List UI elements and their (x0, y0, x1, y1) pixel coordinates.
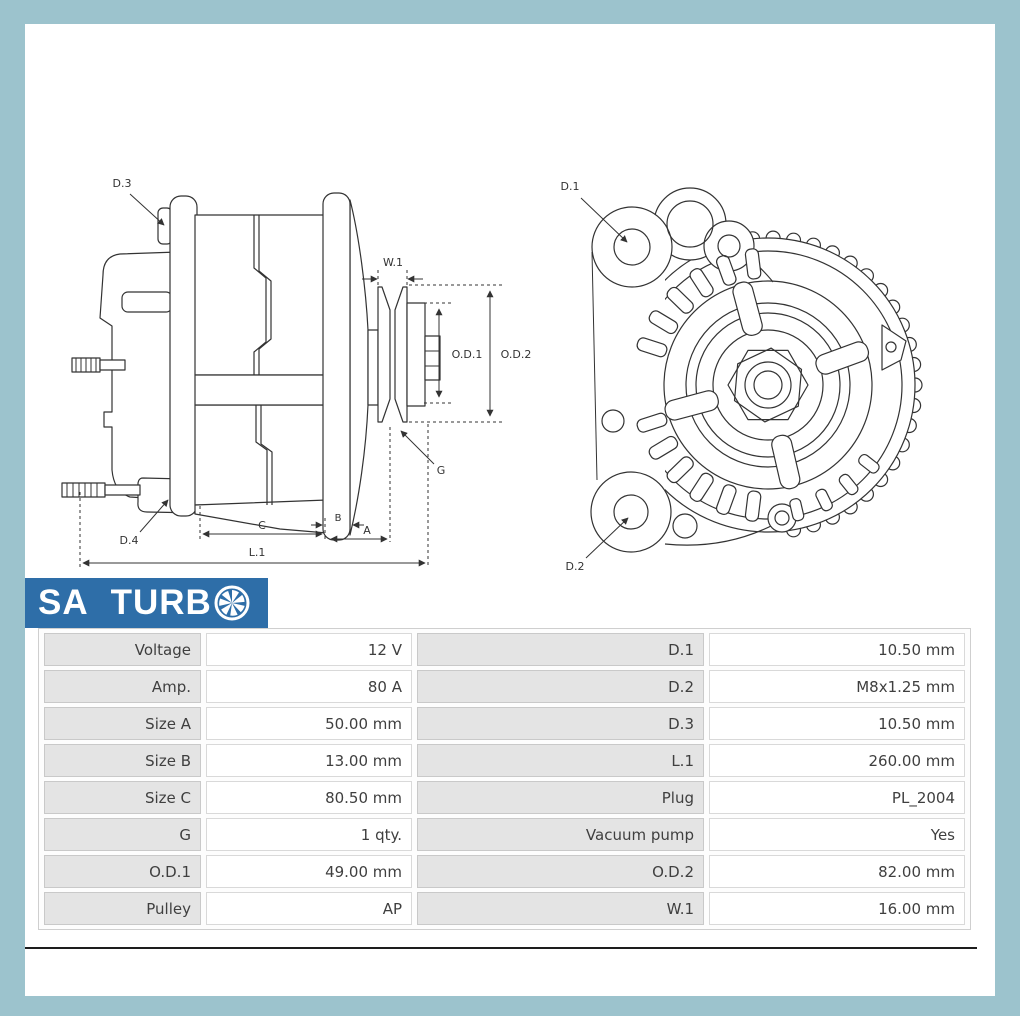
rear-housing-tab (121, 291, 173, 313)
dim-label-w1: W.1 (383, 256, 403, 269)
spec-label-cell: D.3 (417, 707, 704, 740)
turbo-fan-icon (214, 585, 250, 621)
dim-label-d3: D.3 (113, 177, 132, 190)
leader-d4: D.4 (120, 499, 169, 547)
spec-value-cell: PL_2004 (709, 781, 965, 814)
leader-d3: D.3 (113, 177, 165, 226)
ear-lobe-d2 (590, 471, 672, 553)
spec-label-cell: Size A (44, 707, 201, 740)
spec-label-cell: O.D.1 (44, 855, 201, 888)
dim-label-c: C (258, 519, 266, 532)
front-view-drawing: D.1 D.2 (561, 180, 923, 573)
footer-divider (25, 947, 977, 949)
spec-label-cell: Vacuum pump (417, 818, 704, 851)
dimension-a: A (330, 427, 391, 543)
side-view-drawing: W.1 O.D.1 O.D.2 C B (61, 177, 532, 567)
table-row: G 1 qty. Vacuum pump Yes (44, 818, 965, 851)
spec-label-cell: L.1 (417, 744, 704, 777)
spec-value-cell: 260.00 mm (709, 744, 965, 777)
spec-value-cell: M8x1.25 mm (709, 670, 965, 703)
pulley (377, 286, 441, 423)
stator-upper (194, 214, 328, 376)
mount-hole-d1 (613, 228, 651, 266)
spec-value-cell: 10.50 mm (709, 633, 965, 666)
brand-logo: SA TURB (25, 578, 268, 628)
table-row: Size A 50.00 mm D.3 10.50 mm (44, 707, 965, 740)
threaded-stud-upper (71, 357, 126, 373)
table-row: Size C 80.50 mm Plug PL_2004 (44, 781, 965, 814)
spec-value-cell: 10.50 mm (709, 707, 965, 740)
spec-value-cell: 80 A (206, 670, 412, 703)
threaded-stud-lower (61, 482, 141, 498)
spec-value-cell: 80.50 mm (206, 781, 412, 814)
table-row: O.D.1 49.00 mm O.D.2 82.00 mm (44, 855, 965, 888)
spec-label-cell: Plug (417, 781, 704, 814)
leader-d2: D.2 (566, 517, 629, 573)
spec-label-cell: Size B (44, 744, 201, 777)
spec-value-cell: 12 V (206, 633, 412, 666)
spec-value-cell: 49.00 mm (206, 855, 412, 888)
bottom-bar (664, 523, 776, 546)
spec-table: Voltage 12 V D.1 10.50 mm Amp. 80 A D.2 … (38, 628, 971, 930)
dim-label-od1: O.D.1 (452, 348, 483, 361)
pulley-spokes (664, 281, 870, 490)
dimension-od1: O.D.1 (424, 302, 483, 404)
spec-label-cell: Amp. (44, 670, 201, 703)
leader-g: G (400, 430, 446, 477)
logo-text-primary: SA (38, 583, 89, 622)
front-housing (349, 199, 369, 536)
spec-value-cell: 1 qty. (206, 818, 412, 851)
dim-label-d1: D.1 (561, 180, 580, 193)
bracket-left-edge (591, 251, 598, 481)
dim-label-l1: L.1 (249, 546, 266, 559)
spec-label-cell: O.D.2 (417, 855, 704, 888)
spec-label-cell: D.1 (417, 633, 704, 666)
logo-text-secondary: TURB (110, 583, 212, 622)
spec-label-cell: Voltage (44, 633, 201, 666)
dim-label-d4: D.4 (120, 534, 139, 547)
rear-bracket (169, 195, 198, 517)
spec-value-cell: 50.00 mm (206, 707, 412, 740)
spec-label-cell: W.1 (417, 892, 704, 925)
spec-value-cell: 13.00 mm (206, 744, 412, 777)
table-row: Size B 13.00 mm L.1 260.00 mm (44, 744, 965, 777)
spec-label-cell: G (44, 818, 201, 851)
vent-slots (636, 248, 880, 522)
rear-housing (99, 251, 179, 501)
mount-hole-d2 (613, 494, 649, 530)
spec-label-cell: D.2 (417, 670, 704, 703)
table-row: Amp. 80 A D.2 M8x1.25 mm (44, 670, 965, 703)
dimension-od2: O.D.2 (409, 284, 532, 423)
dimension-l1: L.1 (79, 424, 429, 567)
dim-label-g: G (437, 464, 446, 477)
table-row: Pulley AP W.1 16.00 mm (44, 892, 965, 925)
dim-label-a: A (363, 524, 371, 537)
ear-lobe-d1 (591, 206, 673, 288)
shaft-step (367, 329, 379, 406)
dim-label-od2: O.D.2 (501, 348, 532, 361)
housing-outline (620, 237, 916, 533)
right-lug (881, 324, 907, 371)
spec-value-cell: Yes (709, 818, 965, 851)
dim-label-b: B (335, 513, 342, 524)
spec-value-cell: 16.00 mm (709, 892, 965, 925)
dimension-c: C (199, 506, 326, 540)
spec-value-cell: 82.00 mm (709, 855, 965, 888)
dim-label-d2: D.2 (566, 560, 585, 573)
front-bracket (322, 192, 351, 541)
shaft-nut (727, 349, 809, 421)
spec-label-cell: Pulley (44, 892, 201, 925)
spec-value-cell: AP (206, 892, 412, 925)
table-row: Voltage 12 V D.1 10.50 mm (44, 633, 965, 666)
dimension-b: B (311, 510, 364, 529)
leader-d1: D.1 (561, 180, 628, 243)
spec-label-cell: Size C (44, 781, 201, 814)
dimension-w1: W.1 (362, 256, 423, 288)
spec-sheet-card: W.1 O.D.1 O.D.2 C B (25, 24, 995, 996)
technical-drawings: W.1 O.D.1 O.D.2 C B (61, 177, 923, 573)
